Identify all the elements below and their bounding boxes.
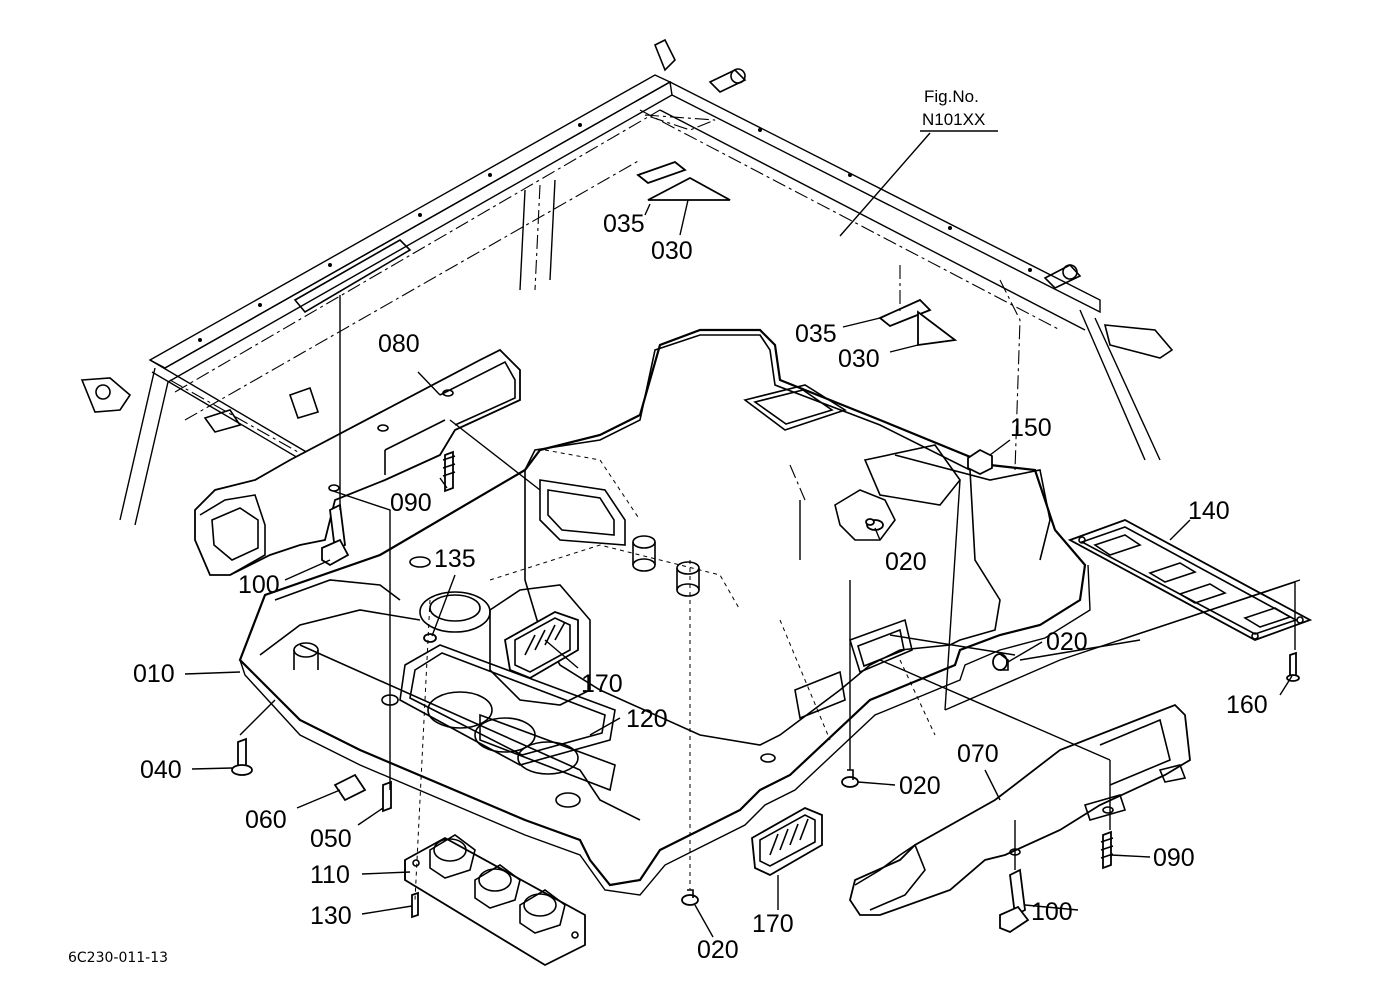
- callout-030-lower: 030: [838, 345, 880, 373]
- callout-035-lower: 035: [795, 320, 837, 348]
- grab-handle-100-right: [999, 868, 1030, 934]
- bolt-040: [231, 737, 253, 776]
- fig-number: N101XX: [922, 110, 985, 129]
- figure-reference: Fig.No. N101XX 6C230-011-13: [68, 87, 998, 966]
- switch-console-110: [404, 834, 586, 967]
- clip-020-a: [865, 518, 884, 531]
- callout-120: 120: [626, 705, 668, 733]
- callout-060: 060: [245, 806, 287, 834]
- callout-090-lower: 090: [1153, 844, 1195, 872]
- vent-170-lower: [751, 807, 823, 877]
- grab-handle-100-left: [321, 503, 350, 567]
- screw-160: [1286, 651, 1300, 682]
- callout-020-c: 020: [899, 772, 941, 800]
- callout-140: 140: [1188, 497, 1230, 525]
- callout-020-b: 020: [1046, 628, 1088, 656]
- callout-150: 150: [1010, 414, 1052, 442]
- wedge-030-lower: [917, 310, 958, 347]
- wedge-030-upper: [647, 176, 731, 201]
- clip-150: [967, 448, 993, 476]
- screw-090-upper: [442, 450, 456, 493]
- callout-110: 110: [310, 861, 350, 889]
- callout-170-lower: 170: [752, 910, 794, 938]
- callout-030-upper: 030: [651, 237, 693, 265]
- callout-050: 050: [310, 825, 352, 853]
- callout-170-center: 170: [581, 670, 623, 698]
- assembly-lines: [239, 114, 1301, 901]
- screw-090-lower: [1100, 830, 1114, 870]
- cover-plate-140: [1067, 519, 1313, 641]
- drawing-code: 6C230-011-13: [68, 950, 168, 966]
- callout-labels: 035 030 035 030 080 150 090 020 140 100 …: [133, 210, 1268, 964]
- callout-040: 040: [140, 756, 182, 784]
- callout-080: 080: [378, 330, 420, 358]
- duct-080: [194, 348, 521, 576]
- pad-035-lower: [878, 298, 932, 328]
- headliner-panel: [238, 328, 1091, 896]
- callout-130: 130: [310, 902, 352, 930]
- callout-100-left: 100: [238, 571, 280, 599]
- clip-060: [333, 773, 367, 802]
- clip-020-d: [681, 889, 699, 906]
- pad-035-upper: [636, 160, 687, 185]
- screw-050: [382, 780, 392, 813]
- callout-090-upper: 090: [390, 489, 432, 517]
- roof-frame: [80, 38, 1174, 526]
- callout-035-upper: 035: [603, 210, 645, 238]
- leader-lines: [184, 132, 1293, 938]
- clip-020-c: [841, 769, 859, 788]
- callout-160: 160: [1226, 691, 1268, 719]
- vent-170-center: [489, 584, 591, 706]
- screw-130: [411, 891, 419, 919]
- grommet-135: [423, 633, 437, 643]
- callout-020-a: 020: [885, 548, 927, 576]
- callout-020-d: 020: [697, 936, 739, 964]
- fig-label: Fig.No.: [924, 87, 979, 106]
- callout-100-right: 100: [1031, 898, 1073, 926]
- callout-010: 010: [133, 660, 175, 688]
- clip-020-b: [992, 653, 1009, 671]
- callout-070: 070: [957, 740, 999, 768]
- callout-135: 135: [434, 545, 476, 573]
